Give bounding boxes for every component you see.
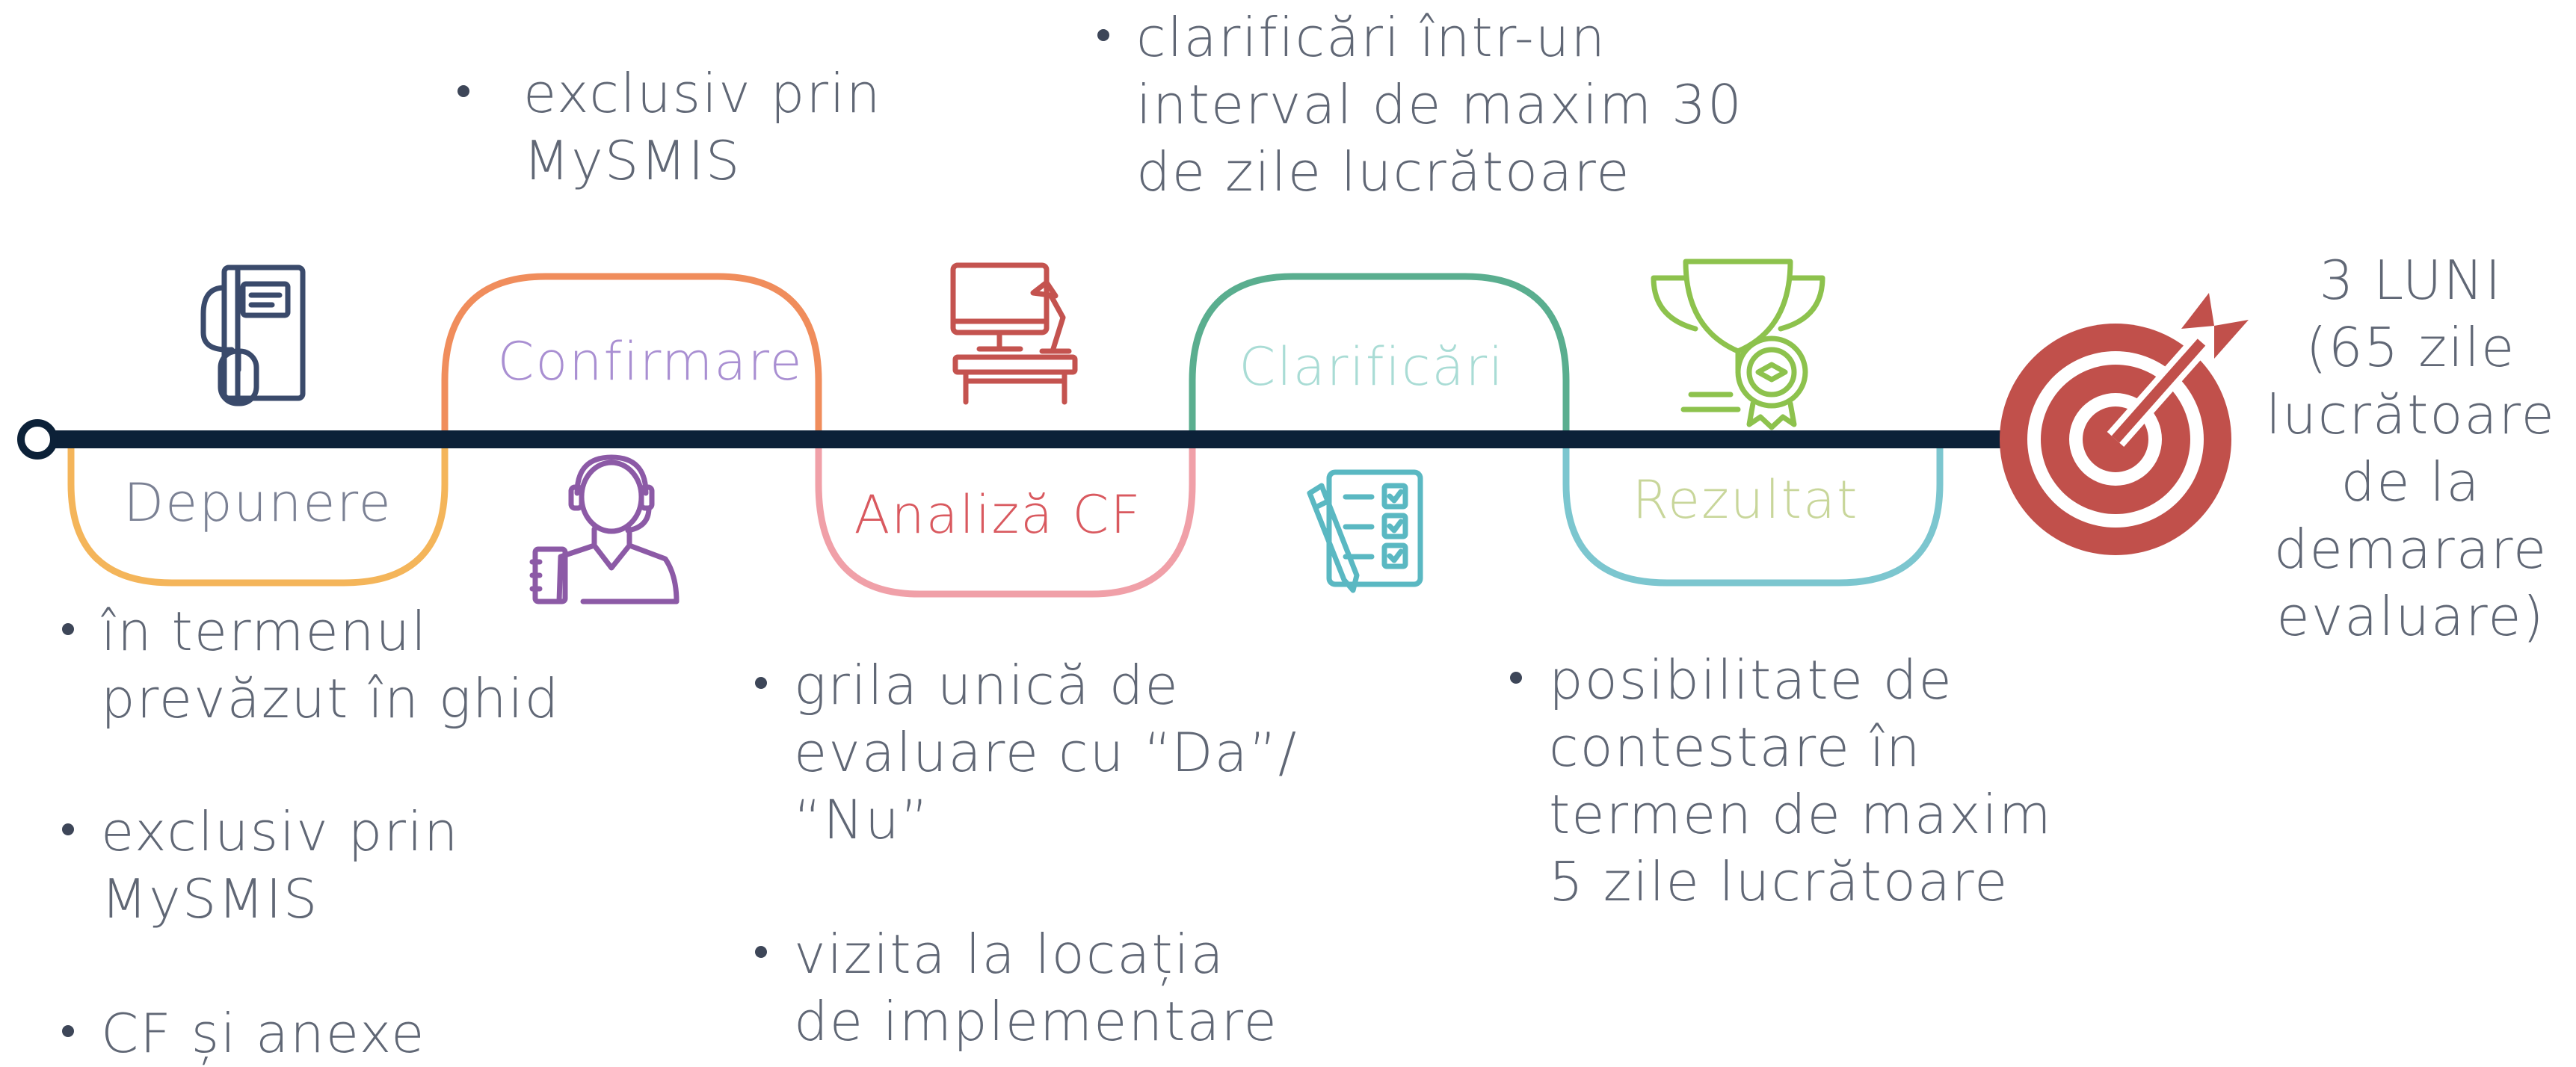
bullet-line: “Nu”	[794, 788, 931, 851]
target-text-line: evaluare)	[2276, 585, 2545, 648]
target-duration-text: 3 LUNI (65 zile lucrătoare de la demarar…	[2250, 247, 2572, 650]
bullet-dot	[1097, 29, 1109, 41]
bullet-line: exclusiv prin	[101, 800, 460, 863]
bullet-line: clarificări într-un	[1136, 6, 1606, 69]
bullet-line: în termenul	[101, 600, 428, 663]
bullet-dot	[62, 823, 74, 835]
depunere-arc	[67, 439, 449, 587]
confirmare-arc	[441, 273, 822, 433]
bullet-line: contestare în	[1549, 716, 1922, 779]
bullet-line: MySMIS	[101, 867, 319, 930]
stage-label-confirmare: Confirmare	[497, 331, 804, 392]
trophy-icon	[1651, 259, 1825, 430]
analiza-bullet-2: vizita la locația de implementare	[755, 921, 1278, 1055]
depunere-bullet-1: în termenul prevăzut în ghid	[62, 598, 561, 732]
clarificari-arc	[1189, 273, 1570, 433]
document-mouse-icon	[200, 265, 306, 406]
bullet-dot	[755, 677, 767, 689]
bullet-line: exclusiv prin	[523, 62, 882, 125]
confirmare-bullet-1: exclusiv prin MySMIS	[457, 60, 882, 194]
stage-label-rezultat: Rezultat	[1632, 469, 1859, 531]
bullet-dot	[755, 946, 767, 958]
bullet-line: evaluare cu “Da”/	[794, 721, 1298, 784]
analiza-arc	[815, 439, 1196, 598]
bullet-line: prevăzut în ghid	[101, 667, 561, 730]
target-text-line: (65 zile	[2305, 316, 2516, 379]
depunere-bullet-3: CF și anexe	[62, 1000, 426, 1067]
bullet-dot	[62, 623, 74, 635]
bullet-line: 5 zile lucrătoare	[1549, 850, 2009, 913]
rezultat-bullet-1: posibilitate de contestare în termen de …	[1510, 646, 2053, 915]
depunere-bullet-2: exclusiv prin MySMIS	[62, 798, 460, 933]
person-headset-icon	[529, 454, 680, 604]
bullet-dot	[62, 1025, 74, 1037]
bullet-line: posibilitate de	[1549, 649, 1953, 711]
stage-label-analiza: Analiză CF	[854, 484, 1142, 545]
bullet-line: CF și anexe	[101, 1002, 426, 1065]
rezultat-arc	[1562, 439, 1944, 587]
checklist-pencil-icon	[1307, 469, 1423, 593]
bullet-line: interval de maxim 30	[1136, 73, 1743, 136]
bullet-line: de zile lucrătoare	[1136, 140, 1631, 203]
bullet-dot	[1510, 672, 1522, 684]
target-text-line: de la	[2341, 451, 2481, 513]
bullet-dot	[457, 85, 469, 97]
bullet-line: vizita la locația	[794, 923, 1225, 986]
bullet-line: grila unică de	[794, 654, 1180, 717]
bullet-line: MySMIS	[523, 129, 742, 192]
clarificari-bullet-1: clarificări într-un interval de maxim 30…	[1097, 4, 1743, 205]
target-text-line: 3 LUNI	[2319, 249, 2503, 312]
bullet-line: termen de maxim	[1549, 783, 2053, 846]
target-text-line: demarare	[2273, 518, 2548, 581]
desk-computer-icon	[950, 262, 1078, 405]
analiza-bullet-1: grila unică de evaluare cu “Da”/ “Nu”	[755, 652, 1298, 853]
bullet-line: de implementare	[794, 990, 1278, 1053]
stage-label-clarificari: Clarificări	[1239, 336, 1505, 398]
target-text-line: lucrătoare	[2266, 383, 2556, 446]
timeline-start-marker	[17, 419, 58, 460]
target-arrow-icon	[2000, 293, 2249, 555]
stage-label-depunere: Depunere	[123, 472, 392, 534]
